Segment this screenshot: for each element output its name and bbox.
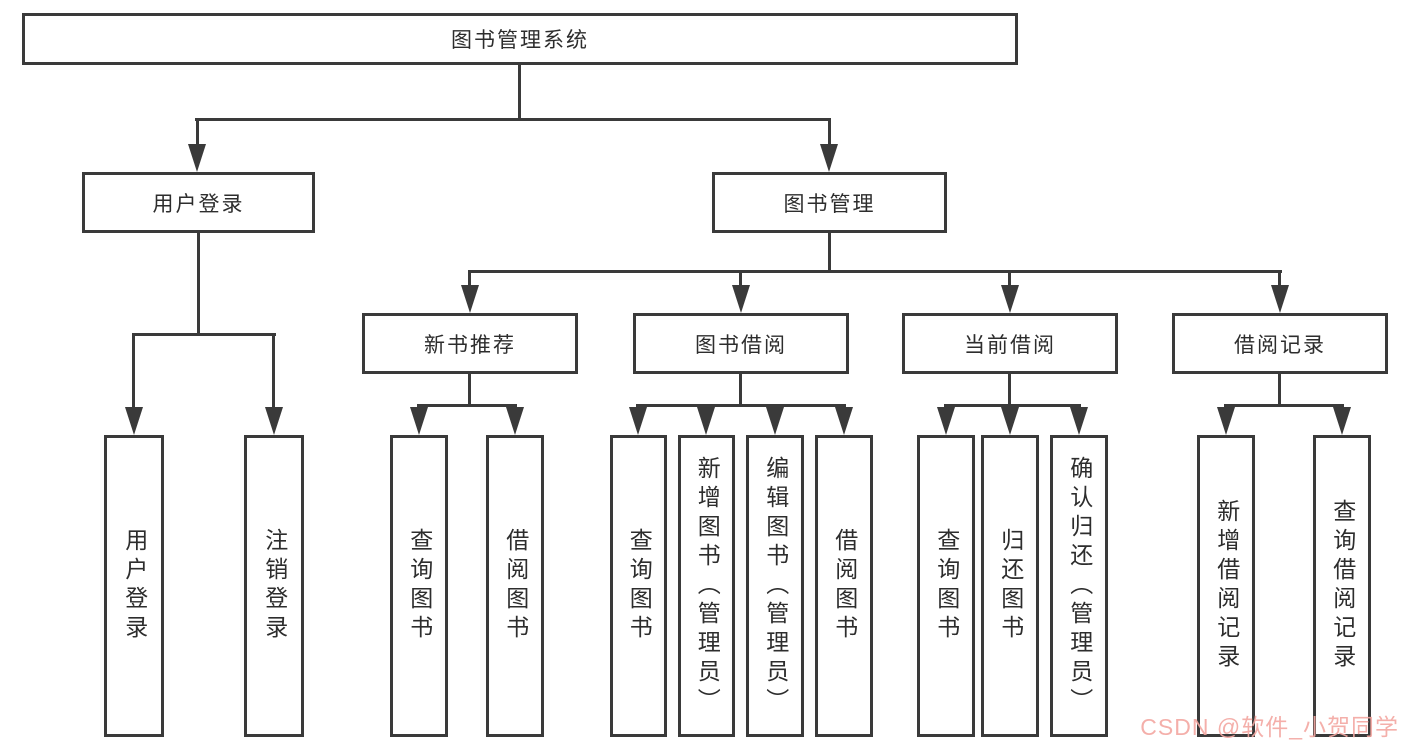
connector-line [132, 333, 276, 336]
connector-line [1008, 270, 1011, 287]
connector-line [195, 118, 831, 121]
arrow-down-icon [820, 144, 838, 172]
node-label: 查询借阅记录 [1329, 499, 1356, 673]
node-label: 注销登录 [261, 528, 288, 644]
leaf-borrow-books-recommend: 借阅图书 [486, 435, 544, 737]
node-borrowing-records: 借阅记录 [1172, 313, 1388, 374]
arrow-down-icon [1001, 285, 1019, 313]
arrow-down-icon [1333, 407, 1351, 435]
node-book-borrowing: 图书借阅 [633, 313, 849, 374]
arrow-down-icon [188, 144, 206, 172]
leaf-return-books: 归还图书 [981, 435, 1039, 737]
leaf-add-book-admin: 新增图书（管理员） [678, 435, 735, 737]
node-user-login: 用户登录 [82, 172, 315, 233]
node-label: 图书管理 [783, 192, 876, 216]
connector-line [272, 333, 275, 409]
arrow-down-icon [125, 407, 143, 435]
connector-line [468, 270, 1282, 273]
arrow-down-icon [265, 407, 283, 435]
arrow-down-icon [506, 407, 524, 435]
connector-line [739, 374, 742, 406]
node-label: 当前借阅 [964, 333, 1056, 357]
node-label: 确认归还（管理员） [1066, 455, 1093, 717]
arrow-down-icon [732, 285, 750, 313]
arrow-down-icon [1070, 407, 1088, 435]
node-new-book-recommend: 新书推荐 [362, 313, 578, 374]
connector-line [828, 233, 831, 273]
connector-line [417, 404, 517, 407]
connector-line [196, 118, 199, 146]
connector-line [1008, 374, 1011, 406]
node-library-management-system: 图书管理系统 [22, 13, 1018, 65]
leaf-confirm-return-admin: 确认归还（管理员） [1050, 435, 1108, 737]
leaf-query-books-current: 查询图书 [917, 435, 975, 737]
node-label: 归还图书 [997, 528, 1024, 644]
node-label: 用户登录 [121, 528, 148, 644]
arrow-down-icon [766, 407, 784, 435]
arrow-down-icon [1271, 285, 1289, 313]
leaf-query-borrow-record: 查询借阅记录 [1313, 435, 1371, 737]
leaf-user-login: 用户登录 [104, 435, 164, 737]
connector-line [468, 374, 471, 406]
connector-line [1278, 374, 1281, 406]
node-label: 借阅记录 [1234, 333, 1326, 357]
arrow-down-icon [835, 407, 853, 435]
node-label: 编辑图书（管理员） [762, 455, 789, 717]
leaf-logout: 注销登录 [244, 435, 304, 737]
leaf-add-borrow-record: 新增借阅记录 [1197, 435, 1255, 737]
connector-line [1278, 270, 1281, 287]
connector-line [828, 118, 831, 146]
node-label: 查询图书 [406, 528, 433, 644]
arrow-down-icon [1217, 407, 1235, 435]
node-current-borrowing: 当前借阅 [902, 313, 1118, 374]
leaf-borrow-books: 借阅图书 [815, 435, 873, 737]
connector-line [739, 270, 742, 287]
node-label: 新书推荐 [424, 333, 516, 357]
arrow-down-icon [697, 407, 715, 435]
node-label: 用户登录 [152, 192, 245, 216]
connector-line [132, 333, 135, 409]
leaf-edit-book-admin: 编辑图书（管理员） [746, 435, 804, 737]
leaf-query-books-borrow: 查询图书 [610, 435, 667, 737]
csdn-watermark: CSDN @软件_小贺同学 [1140, 714, 1399, 740]
connector-line [1224, 404, 1344, 407]
connector-line [468, 270, 471, 287]
arrow-down-icon [461, 285, 479, 313]
node-label: 借阅图书 [502, 528, 529, 644]
node-label: 新增借阅记录 [1213, 499, 1240, 673]
node-book-management: 图书管理 [712, 172, 947, 233]
connector-line [944, 404, 1081, 407]
node-label: 查询图书 [626, 528, 653, 644]
node-label: 查询图书 [933, 528, 960, 644]
node-label: 图书借阅 [695, 333, 787, 357]
node-label: 新增图书（管理员） [694, 455, 721, 717]
arrow-down-icon [410, 407, 428, 435]
connector-line [518, 65, 521, 120]
node-label: 借阅图书 [831, 528, 858, 644]
arrow-down-icon [937, 407, 955, 435]
leaf-query-books-recommend: 查询图书 [390, 435, 448, 737]
node-label: 图书管理系统 [451, 29, 589, 52]
connector-line [197, 233, 200, 336]
arrow-down-icon [1001, 407, 1019, 435]
arrow-down-icon [629, 407, 647, 435]
connector-line [636, 404, 846, 407]
